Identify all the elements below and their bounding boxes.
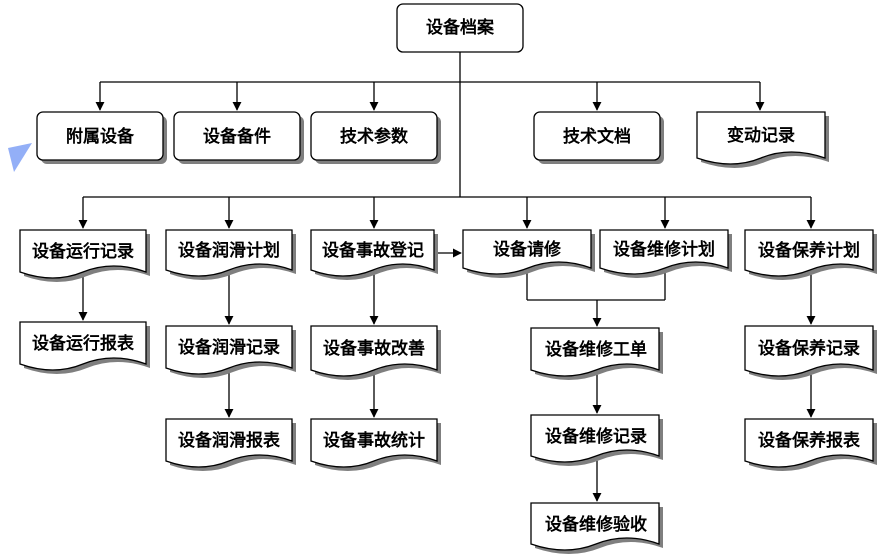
node-repair-request-label: 设备请修 [493,239,562,260]
node-repair-request: 设备请修 [462,229,595,278]
node-maint-log-label: 设备保养记录 [758,338,860,359]
watermark-shape [8,143,32,172]
connectors [78,52,816,502]
node-root-label: 设备档案 [426,17,495,38]
node-work-order: 设备维修工单 [530,327,663,380]
node-run-log-label: 设备运行记录 [32,241,134,262]
node-repair-accept: 设备维修验收 [530,502,663,554]
node-attached-equipment-label: 附属设备 [66,126,135,147]
node-repair-log-label: 设备维修记录 [545,426,647,447]
node-repair-accept-label: 设备维修验收 [545,514,647,535]
node-attached-equipment: 附属设备 [36,111,167,164]
node-run-log: 设备运行记录 [19,229,150,282]
node-repair-plan: 设备维修计划 [599,229,732,278]
node-root: 设备档案 [396,3,524,53]
node-accident-improve: 设备事故改善 [310,325,441,380]
node-tech-docs-label: 技术文档 [563,126,631,147]
node-tech-params: 技术参数 [310,111,441,164]
node-maint-log: 设备保养记录 [744,325,877,380]
node-spare-parts-label: 设备备件 [203,126,271,147]
node-accident-reg: 设备事故登记 [310,229,438,280]
node-run-report: 设备运行报表 [19,321,150,374]
node-lube-log: 设备润滑记录 [165,325,296,378]
node-change-log-label: 变动记录 [727,125,795,146]
node-accident-stats: 设备事故统计 [310,418,441,471]
node-work-order-label: 设备维修工单 [545,339,647,360]
node-repair-plan-label: 设备维修计划 [613,239,715,260]
node-accident-improve-label: 设备事故改善 [323,338,425,359]
node-maint-plan-label: 设备保养计划 [758,240,860,261]
node-accident-reg-label: 设备事故登记 [322,240,424,261]
node-tech-params-label: 技术参数 [340,126,409,147]
node-accident-stats-label: 设备事故统计 [323,430,425,451]
node-run-report-label: 设备运行报表 [32,333,135,354]
node-maint-plan: 设备保养计划 [744,229,877,280]
node-tech-docs: 技术文档 [533,111,664,164]
node-change-log: 变动记录 [696,111,829,168]
node-maint-report-label: 设备保养报表 [758,430,861,451]
node-repair-log: 设备维修记录 [530,414,663,466]
node-maint-report: 设备保养报表 [744,418,877,471]
node-spare-parts: 设备备件 [173,111,304,164]
node-lube-log-label: 设备润滑记录 [178,337,280,358]
node-lube-plan: 设备润滑计划 [165,229,296,280]
node-lube-report-label: 设备润滑报表 [178,430,281,451]
node-lube-plan-label: 设备润滑计划 [178,240,280,261]
node-lube-report: 设备润滑报表 [165,418,296,471]
